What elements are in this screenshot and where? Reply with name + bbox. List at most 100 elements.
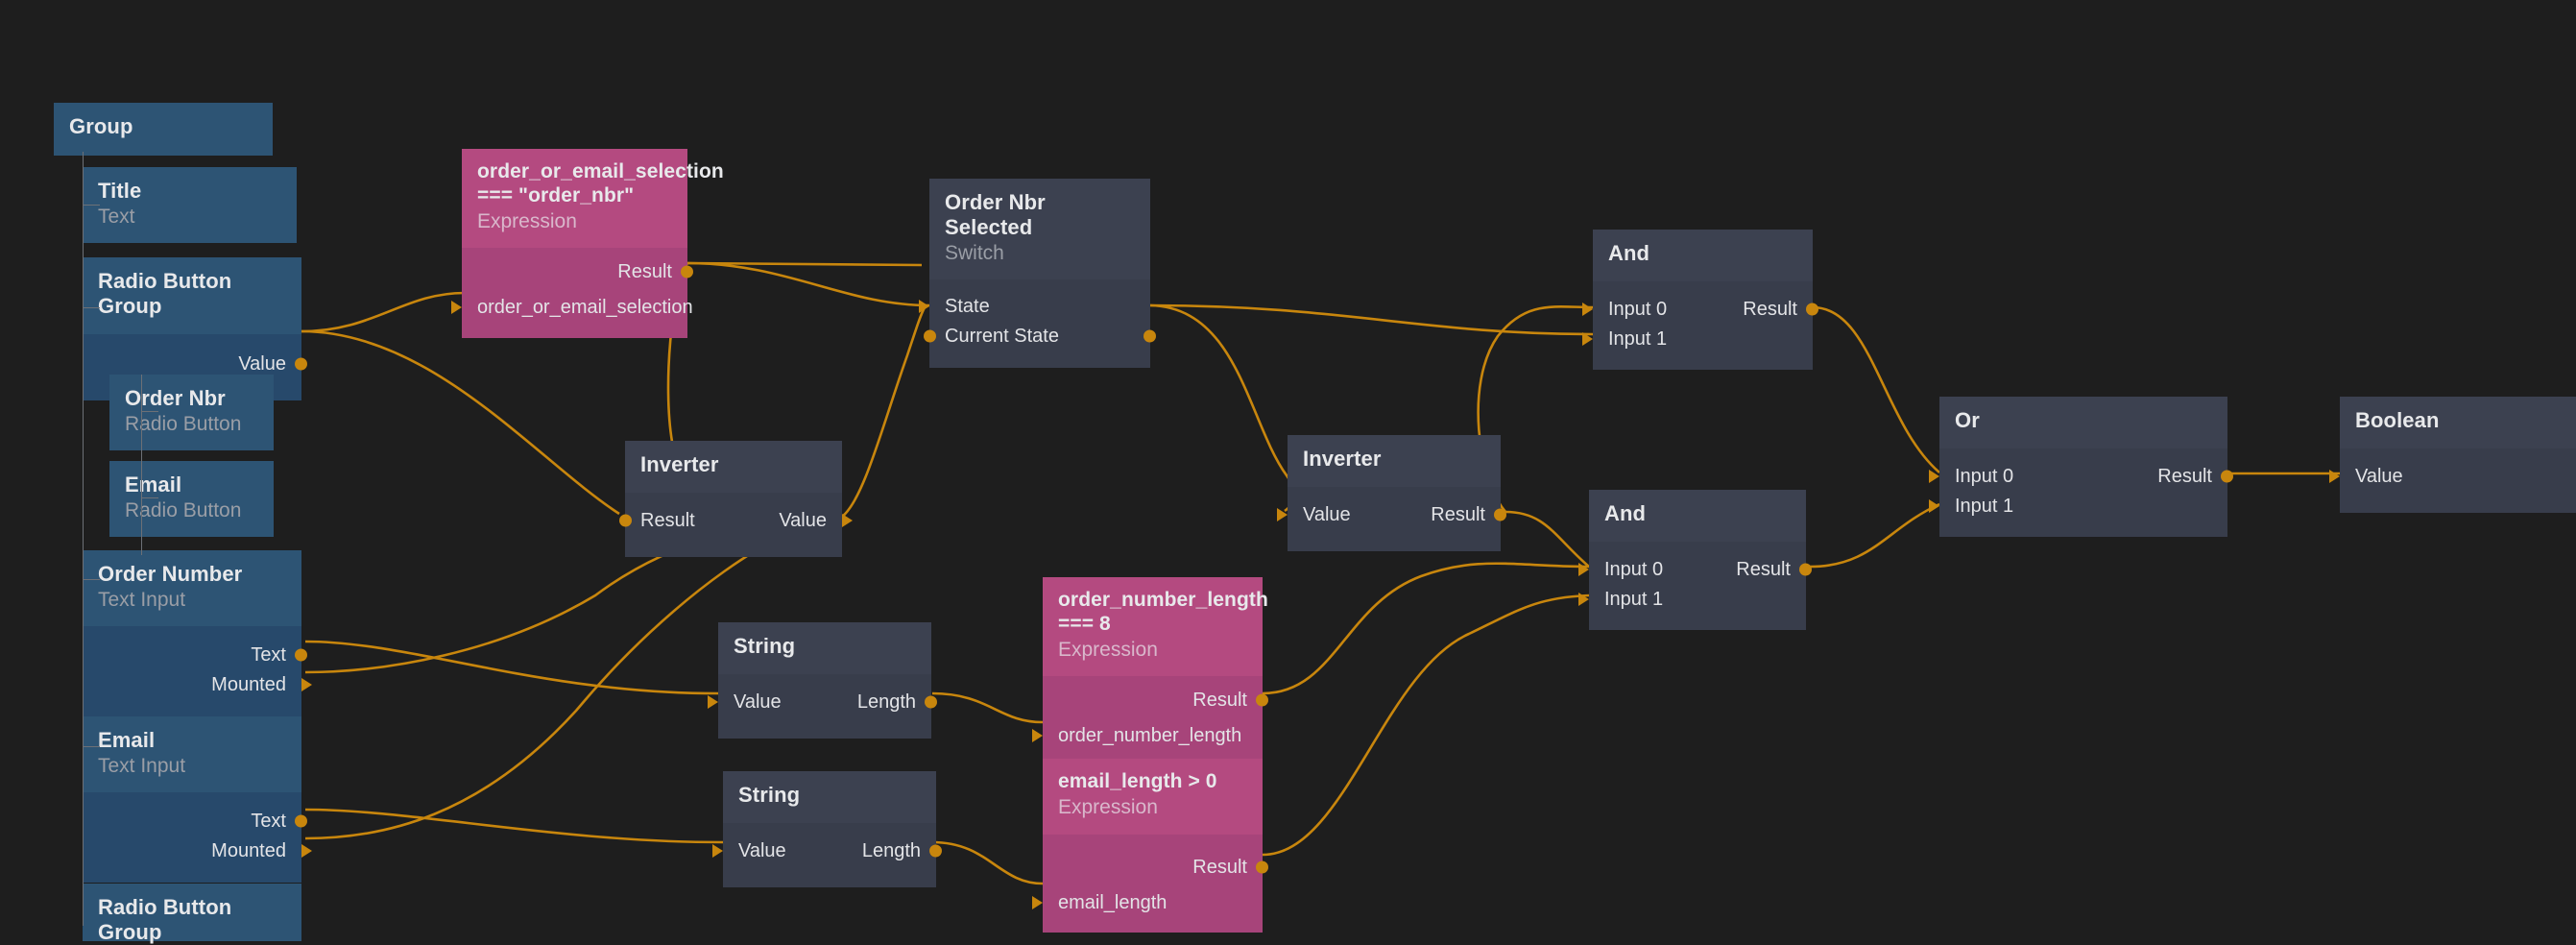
port-arrow-input-input0[interactable] xyxy=(1582,303,1593,317)
node-order-number-input[interactable]: Order Number Text Input Text Mounted xyxy=(83,550,312,717)
port-dot-output-result[interactable] xyxy=(1256,693,1268,707)
node-group[interactable]: Group xyxy=(54,103,273,156)
port-row-string-order-ports[interactable]: Value Length xyxy=(708,688,937,717)
tree-guide-branch xyxy=(83,307,100,308)
port-arrow-input-input1[interactable] xyxy=(1578,593,1589,607)
port-arrow-output-value[interactable] xyxy=(842,514,853,528)
port-arrow-input-expression[interactable] xyxy=(451,301,462,315)
tree-guide-branch-sub xyxy=(141,497,158,498)
port-dot-output-length[interactable] xyxy=(925,695,937,709)
tree-guide-branch xyxy=(83,205,100,206)
node-or[interactable]: Or Input 0 Result Input 1 xyxy=(1929,397,2233,537)
port-dot-output-text[interactable] xyxy=(295,814,307,828)
node-boolean-header: Boolean xyxy=(2340,397,2576,448)
node-string-order[interactable]: String Value Length xyxy=(708,622,937,739)
node-expression-order-number-length-header: order_number_length === 8 Expression xyxy=(1043,577,1268,676)
node-expression-order-number-length-title: order_number_length === 8 xyxy=(1058,589,1268,635)
port-row-expression-input[interactable]: email_length xyxy=(1032,887,1263,917)
node-and-top[interactable]: And Input 0 Result Input 1 xyxy=(1582,230,1818,370)
port-row-result[interactable]: Result xyxy=(462,257,693,287)
port-row-expression-input[interactable]: order_or_email_selection xyxy=(451,293,693,323)
node-expression-email-length-header: email_length > 0 Expression xyxy=(1043,759,1263,836)
port-row-input0-result[interactable]: Input 0 Result xyxy=(1578,555,1812,585)
node-string-email[interactable]: String Value Length xyxy=(712,771,942,887)
node-switch-order-nbr-selected[interactable]: Order Nbr Selected Switch State Current … xyxy=(919,179,1156,369)
port-label-state: State xyxy=(945,295,990,317)
node-boolean[interactable]: Boolean Value xyxy=(2329,397,2576,513)
port-dot-output-current-state[interactable] xyxy=(1144,329,1156,343)
node-expression-email-length[interactable]: email_length > 0 Expression Result email… xyxy=(1032,759,1268,933)
port-row-mounted[interactable]: Mounted xyxy=(83,836,312,865)
port-arrow-input-value[interactable] xyxy=(1277,508,1288,522)
port-label-result: Result xyxy=(1736,559,1791,581)
port-row-text[interactable]: Text xyxy=(83,806,307,836)
port-arrow-input-input1[interactable] xyxy=(1929,499,1939,514)
port-dot-output-result[interactable] xyxy=(1799,563,1812,576)
port-arrow-input-value[interactable] xyxy=(2329,470,2340,484)
port-label-value: Value xyxy=(238,353,286,376)
port-row-input1[interactable]: Input 1 xyxy=(1578,585,1806,615)
node-expression-order-number-length-subtitle: Expression xyxy=(1058,638,1158,661)
port-arrow-input-input0[interactable] xyxy=(1578,563,1589,577)
node-and-top-header: And xyxy=(1593,230,1813,281)
port-label-result: Result xyxy=(1192,690,1247,712)
port-dot-output-result[interactable] xyxy=(2221,470,2233,483)
node-email-input-body: Text Mounted xyxy=(83,792,312,884)
node-switch-header: Order Nbr Selected Switch xyxy=(929,179,1150,280)
port-dot-output-result[interactable] xyxy=(1494,508,1506,521)
port-row-result[interactable]: Result xyxy=(1043,686,1268,715)
port-dot-input-result[interactable] xyxy=(619,514,632,527)
port-label-value: Value xyxy=(779,510,827,532)
port-arrow-input-value[interactable] xyxy=(712,844,723,859)
node-title-text[interactable]: Title Text xyxy=(83,167,297,244)
port-dot-output-value[interactable] xyxy=(295,357,307,371)
port-label-value: Value xyxy=(1303,504,1351,526)
node-inverter-left[interactable]: Inverter Result Value xyxy=(619,441,853,557)
port-arrow-input-input0[interactable] xyxy=(1929,470,1939,484)
node-or-header: Or xyxy=(1939,397,2227,448)
port-dot-output-result[interactable] xyxy=(1806,303,1818,316)
port-arrow-input-expression[interactable] xyxy=(1032,729,1043,743)
tree-guide-vertical xyxy=(83,152,84,926)
port-row-value[interactable]: Value xyxy=(2329,462,2576,492)
node-email-radio[interactable]: Email Radio Button xyxy=(109,461,274,538)
port-label-result: Result xyxy=(1431,504,1485,526)
node-order-number-input-title: Order Number xyxy=(98,562,243,586)
port-arrow-input-value[interactable] xyxy=(708,695,718,710)
node-string-email-title: String xyxy=(738,783,801,807)
node-order-nbr-radio[interactable]: Order Nbr Radio Button xyxy=(109,375,274,451)
port-row-input1[interactable]: Input 1 xyxy=(1929,492,2227,521)
port-row-input1[interactable]: Input 1 xyxy=(1582,325,1813,354)
port-arrow-input-state[interactable] xyxy=(919,299,929,313)
port-dot-output-result[interactable] xyxy=(681,265,693,279)
node-expression-order-number-length[interactable]: order_number_length === 8 Expression Res… xyxy=(1032,577,1268,766)
node-expression-order-or-email[interactable]: order_or_email_selection === "order_nbr"… xyxy=(451,149,724,338)
port-arrow-input-mounted[interactable] xyxy=(301,677,312,691)
port-row-inverter-right-ports[interactable]: Value Result xyxy=(1277,500,1506,530)
port-dot-output-result[interactable] xyxy=(1256,860,1268,874)
port-arrow-input-input1[interactable] xyxy=(1582,332,1593,347)
port-row-result[interactable]: Result xyxy=(1043,852,1268,882)
port-row-text[interactable]: Text xyxy=(83,640,307,669)
port-row-state[interactable]: State xyxy=(919,291,1150,321)
port-dot-output-length[interactable] xyxy=(929,844,942,858)
port-arrow-input-mounted[interactable] xyxy=(301,843,312,858)
node-inverter-right[interactable]: Inverter Value Result xyxy=(1277,435,1506,551)
port-row-current-state[interactable]: Current State xyxy=(924,321,1156,351)
tree-guide-branch-sub xyxy=(141,411,158,412)
port-row-inverter-left-ports[interactable]: Result Value xyxy=(619,506,853,536)
port-label-input1: Input 1 xyxy=(1608,328,1668,351)
port-row-expression-input[interactable]: order_number_length xyxy=(1032,721,1263,751)
port-arrow-input-expression[interactable] xyxy=(1032,895,1043,909)
port-dot-output-text[interactable] xyxy=(295,648,307,662)
node-radio-button-group-2[interactable]: Radio Button Group xyxy=(83,884,301,944)
port-label-mounted: Mounted xyxy=(211,673,286,695)
port-dot-input-current-state[interactable] xyxy=(924,329,936,343)
port-row-input0-result[interactable]: Input 0 Result xyxy=(1582,295,1818,325)
node-and-bottom[interactable]: And Input 0 Result Input 1 xyxy=(1578,490,1812,630)
node-email-input[interactable]: Email Text Input Text Mounted xyxy=(83,716,312,884)
port-row-input0-result[interactable]: Input 0 Result xyxy=(1929,462,2233,492)
port-row-string-email-ports[interactable]: Value Length xyxy=(712,836,942,866)
port-row-mounted[interactable]: Mounted xyxy=(83,669,312,699)
